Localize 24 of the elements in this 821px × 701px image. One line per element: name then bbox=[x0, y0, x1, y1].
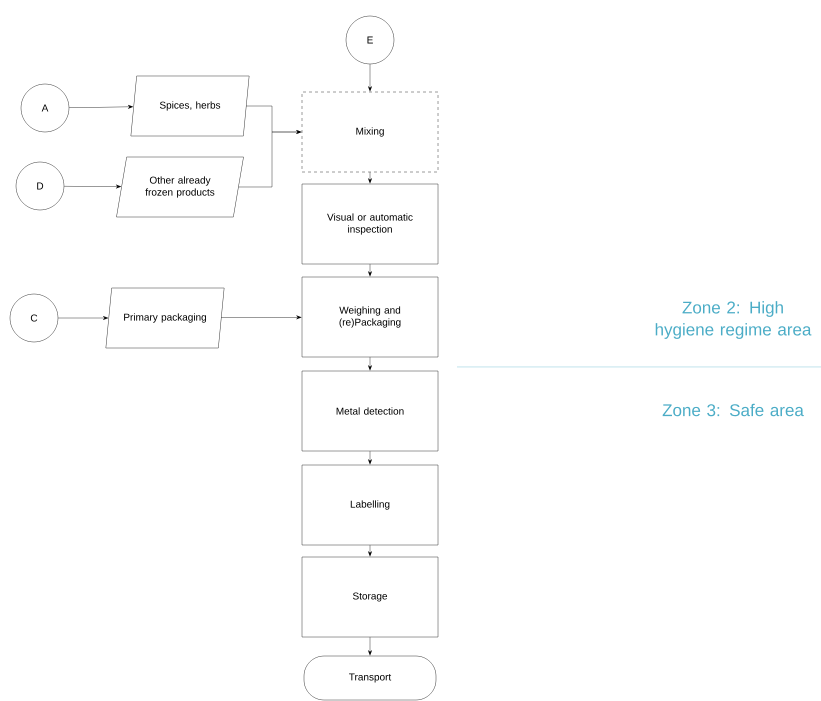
input-parallelogram: Other already frozen products bbox=[116, 156, 244, 218]
arrow bbox=[64, 184, 122, 189]
arrow bbox=[368, 545, 372, 556]
arrow bbox=[368, 637, 372, 656]
arrow bbox=[368, 172, 372, 184]
process-box: Visual or automatic inspection bbox=[302, 184, 438, 264]
arrow bbox=[368, 357, 372, 370]
process-box: Weighing and (re)Packaging bbox=[302, 276, 438, 358]
arrow bbox=[368, 451, 372, 464]
arrow bbox=[368, 264, 372, 276]
process-box: Storage bbox=[302, 556, 438, 638]
process-box: Mixing bbox=[302, 92, 438, 172]
zone-label: Zone 2: High hygiene regime area bbox=[656, 301, 812, 339]
input-parallelogram: Primary packaging bbox=[106, 288, 224, 348]
zone-label: Zone 3: Safe area bbox=[662, 404, 804, 416]
arrow bbox=[58, 316, 108, 320]
input-parallelogram: Spices, herbs bbox=[130, 76, 250, 136]
arrow bbox=[221, 315, 302, 320]
arrow bbox=[69, 104, 134, 109]
arrow bbox=[238, 130, 302, 188]
terminal-box: Transport bbox=[304, 656, 436, 700]
process-box: Labelling bbox=[302, 464, 438, 546]
process-box: Metal detection bbox=[302, 370, 438, 452]
arrow bbox=[368, 64, 372, 92]
